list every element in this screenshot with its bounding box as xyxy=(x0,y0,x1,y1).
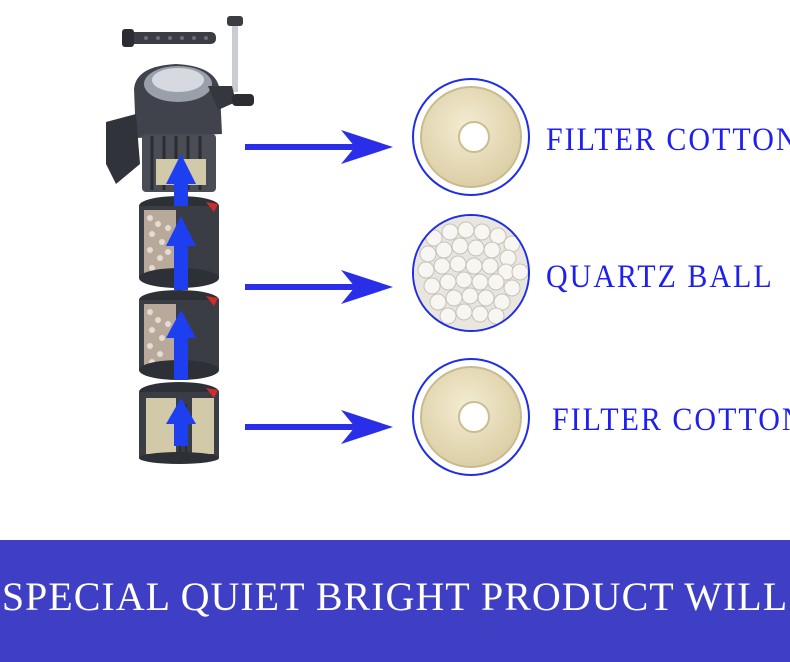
flow-arrow-icon xyxy=(166,154,196,446)
filter-cotton-icon xyxy=(412,358,530,476)
banner-text: SPECIAL QUIET BRIGHT PRODUCT WILL xyxy=(1,574,789,619)
filter-cotton-icon xyxy=(412,78,530,196)
quartz-ball-icon xyxy=(412,214,530,332)
footer-banner xyxy=(0,540,790,662)
media-label: QUARTZ BALL xyxy=(546,259,774,295)
arrow-right-icon xyxy=(245,410,393,444)
arrow-right-icon xyxy=(245,130,393,164)
media-label: FILTER COTTON xyxy=(546,122,790,158)
aquarium-filter-illustration xyxy=(106,16,254,464)
media-label: FILTER COTTON xyxy=(552,402,790,438)
arrow-right-icon xyxy=(245,270,393,304)
